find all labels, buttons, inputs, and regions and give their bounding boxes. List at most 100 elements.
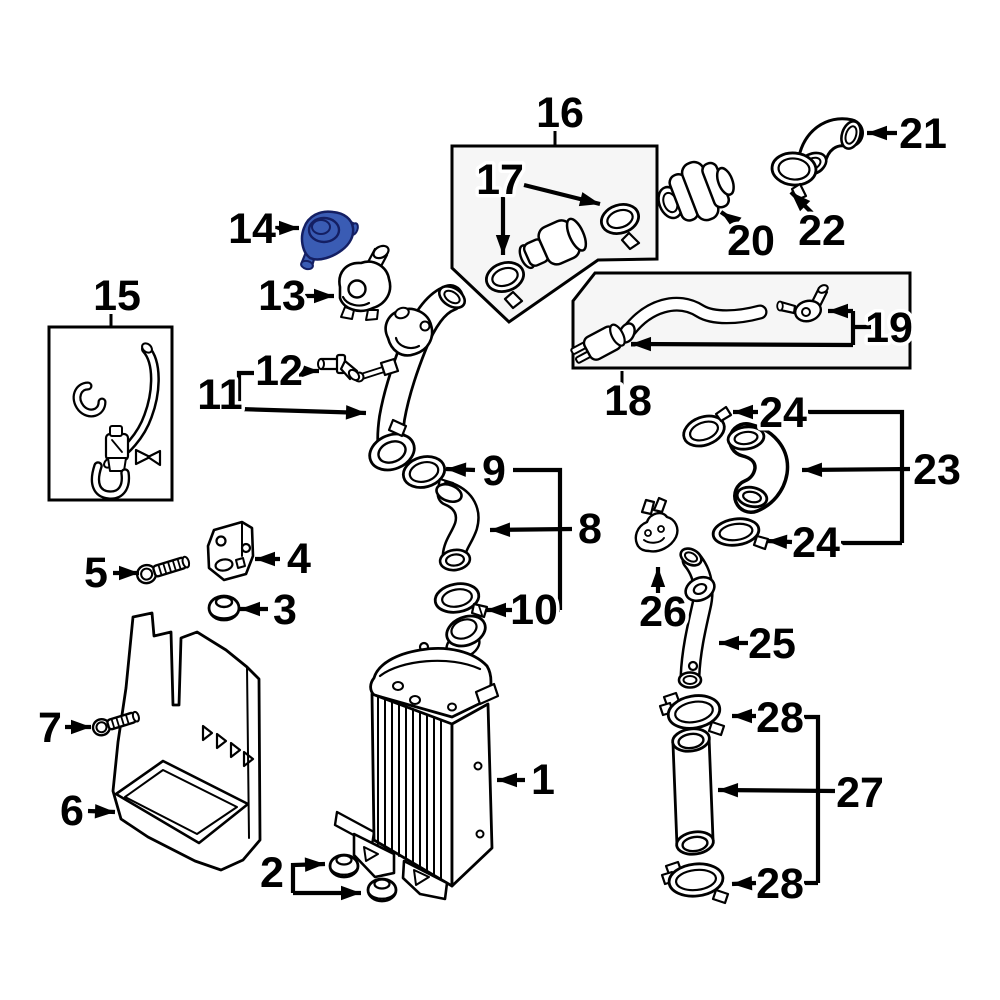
callout-10: 10 bbox=[486, 583, 561, 638]
callout-18: 18 bbox=[601, 371, 655, 429]
callout-11: 11 bbox=[194, 368, 367, 423]
part-21-elbow-hose bbox=[796, 117, 864, 177]
part-14-valve-highlighted bbox=[300, 210, 359, 271]
arrowhead bbox=[650, 567, 666, 587]
part-3-grommet bbox=[207, 594, 241, 622]
arrowhead bbox=[304, 857, 325, 872]
part-number-21: 21 bbox=[899, 110, 947, 158]
part-12-connector-pipe bbox=[317, 353, 361, 382]
part-13-valve bbox=[338, 244, 392, 321]
arrowhead bbox=[490, 522, 511, 537]
arrowhead bbox=[240, 601, 260, 617]
part-1-intercooler bbox=[333, 614, 500, 901]
arrowhead bbox=[828, 303, 848, 319]
part-26-sensor bbox=[634, 496, 679, 553]
leader-line bbox=[238, 406, 367, 416]
callout-25: 25 bbox=[719, 617, 799, 672]
callout-12: 12 bbox=[252, 344, 319, 399]
callout-7: 7 bbox=[35, 701, 91, 756]
part-number-26: 26 bbox=[639, 588, 687, 636]
part-number-28: 28 bbox=[756, 694, 804, 742]
part-27-hose bbox=[671, 727, 715, 856]
arrowhead bbox=[733, 404, 753, 420]
arrowhead bbox=[94, 804, 115, 819]
part-number-5: 5 bbox=[84, 549, 108, 597]
part-number-1: 1 bbox=[531, 756, 555, 804]
callout-4: 4 bbox=[255, 532, 315, 587]
callout-14: 14 bbox=[225, 202, 299, 257]
arrowhead bbox=[119, 565, 139, 581]
callout-24: 24 bbox=[766, 516, 902, 571]
callout-22: 22 bbox=[789, 190, 849, 259]
callout-28: 28 bbox=[731, 857, 818, 912]
part-7-bolt bbox=[91, 710, 140, 737]
part-number-2: 2 bbox=[260, 849, 284, 897]
part-number-20: 20 bbox=[727, 217, 775, 265]
arrowhead bbox=[767, 534, 788, 549]
callout-16: 16 bbox=[533, 86, 587, 146]
part-number-9: 9 bbox=[482, 447, 506, 495]
arrowhead bbox=[867, 125, 887, 141]
callout-1: 1 bbox=[497, 753, 558, 808]
part-8-intercooler-hose bbox=[435, 481, 480, 572]
callout-28: 28 bbox=[732, 691, 821, 883]
part-number-25: 25 bbox=[748, 620, 796, 668]
callout-27: 27 bbox=[717, 766, 887, 821]
callout-26: 26 bbox=[636, 567, 690, 640]
part-number-7: 7 bbox=[38, 704, 62, 752]
arrowhead bbox=[279, 220, 299, 236]
arrowhead bbox=[732, 708, 752, 724]
part-17-clamp-right bbox=[600, 203, 641, 251]
part-number-18: 18 bbox=[604, 377, 652, 425]
leader-line bbox=[236, 370, 254, 409]
part-number-24: 24 bbox=[792, 519, 840, 567]
part-number-24: 24 bbox=[759, 389, 807, 437]
part-25-pipe bbox=[677, 547, 716, 689]
arrowhead bbox=[255, 551, 275, 567]
part-number-6: 6 bbox=[60, 787, 84, 835]
callout-5: 5 bbox=[81, 546, 139, 601]
part-number-15: 15 bbox=[93, 272, 141, 320]
callout-19: 19 bbox=[630, 301, 916, 356]
part-number-16: 16 bbox=[536, 89, 584, 137]
callout-3: 3 bbox=[240, 583, 300, 638]
arrowhead bbox=[314, 288, 334, 304]
part-22-clamp bbox=[770, 151, 818, 202]
callout-21: 21 bbox=[867, 107, 950, 162]
leader-line bbox=[513, 467, 563, 610]
part-5-bolt bbox=[135, 555, 191, 585]
part-number-14: 14 bbox=[228, 205, 276, 253]
arrowhead bbox=[341, 885, 361, 901]
arrowhead bbox=[497, 772, 517, 788]
part-24-clamp-upper bbox=[682, 405, 733, 448]
arrowhead bbox=[486, 602, 506, 618]
arrowhead bbox=[495, 235, 511, 255]
callout-6: 6 bbox=[57, 784, 116, 839]
part-17-clamp-left bbox=[485, 261, 525, 310]
arrowhead bbox=[71, 719, 91, 735]
part-number-8: 8 bbox=[578, 505, 602, 553]
part-28-clamp-upper bbox=[658, 691, 726, 737]
callout-9: 9 bbox=[445, 444, 563, 610]
leader-line bbox=[808, 409, 905, 543]
part-number-10: 10 bbox=[510, 586, 558, 634]
part-number-28: 28 bbox=[756, 860, 804, 908]
part-4-bracket bbox=[206, 520, 255, 582]
part-number-27: 27 bbox=[836, 769, 884, 817]
part-number-19: 19 bbox=[865, 304, 913, 352]
callout-2: 2 bbox=[257, 846, 361, 901]
callout-20: 20 bbox=[719, 210, 778, 269]
callout-15: 15 bbox=[90, 269, 144, 327]
arrowhead bbox=[345, 405, 366, 420]
leader-line bbox=[630, 341, 854, 348]
part-number-4: 4 bbox=[287, 535, 311, 583]
part-number-11: 11 bbox=[197, 371, 242, 419]
callout-23: 23 bbox=[801, 443, 964, 498]
part-15-hose-kit bbox=[72, 342, 162, 500]
part-23-elbow-hose bbox=[726, 422, 790, 514]
arrowhead bbox=[299, 363, 319, 379]
callout-13: 13 bbox=[255, 269, 334, 324]
part-19-hose-assembly bbox=[570, 284, 829, 364]
part-number-12: 12 bbox=[255, 347, 303, 395]
